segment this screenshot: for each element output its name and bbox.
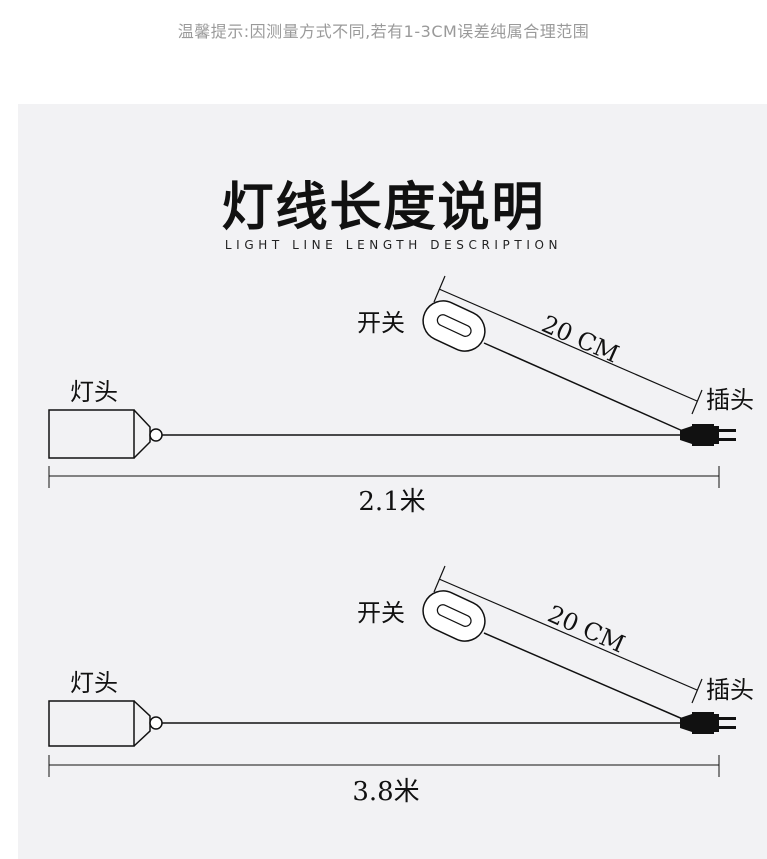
diagram-panel [18,104,767,859]
inline-switch-icon [422,590,486,642]
plug-icon [680,712,736,734]
total-length-dimension [48,466,720,488]
switch-cord [483,342,686,433]
lamp-holder-icon [48,409,163,459]
switch-label: 开关 [357,599,405,627]
lamp-label: 灯头 [70,378,118,406]
switch-label: 开关 [357,309,405,337]
cord-diagram-1: 灯头 开关 插头 20 CM [48,275,754,517]
switch-cord-length: 20 CM [538,310,623,369]
switch-cord-length: 20 CM [544,600,629,659]
lamp-holder-icon [48,700,163,747]
plug-label: 插头 [706,676,754,704]
plug-label: 插头 [706,386,754,414]
switch-cord [483,632,686,721]
total-length-dimension [48,755,720,777]
measurement-notice: 温馨提示:因测量方式不同,若有1-3CM误差纯属合理范围 [177,22,590,41]
inline-switch-icon [422,300,486,352]
page-subtitle: LIGHT LINE LENGTH DESCRIPTION [224,238,563,252]
lamp-label: 灯头 [70,669,118,697]
switch-cord-dimension [433,565,703,704]
total-length: 3.8米 [352,777,419,807]
switch-cord-dimension [433,275,703,415]
cord-diagram-2: 灯头 开关 插头 20 CM 3.8米 [48,565,754,807]
plug-icon [680,424,736,446]
total-length: 2.1米 [358,487,425,517]
page-title: 灯线长度说明 [221,178,546,238]
